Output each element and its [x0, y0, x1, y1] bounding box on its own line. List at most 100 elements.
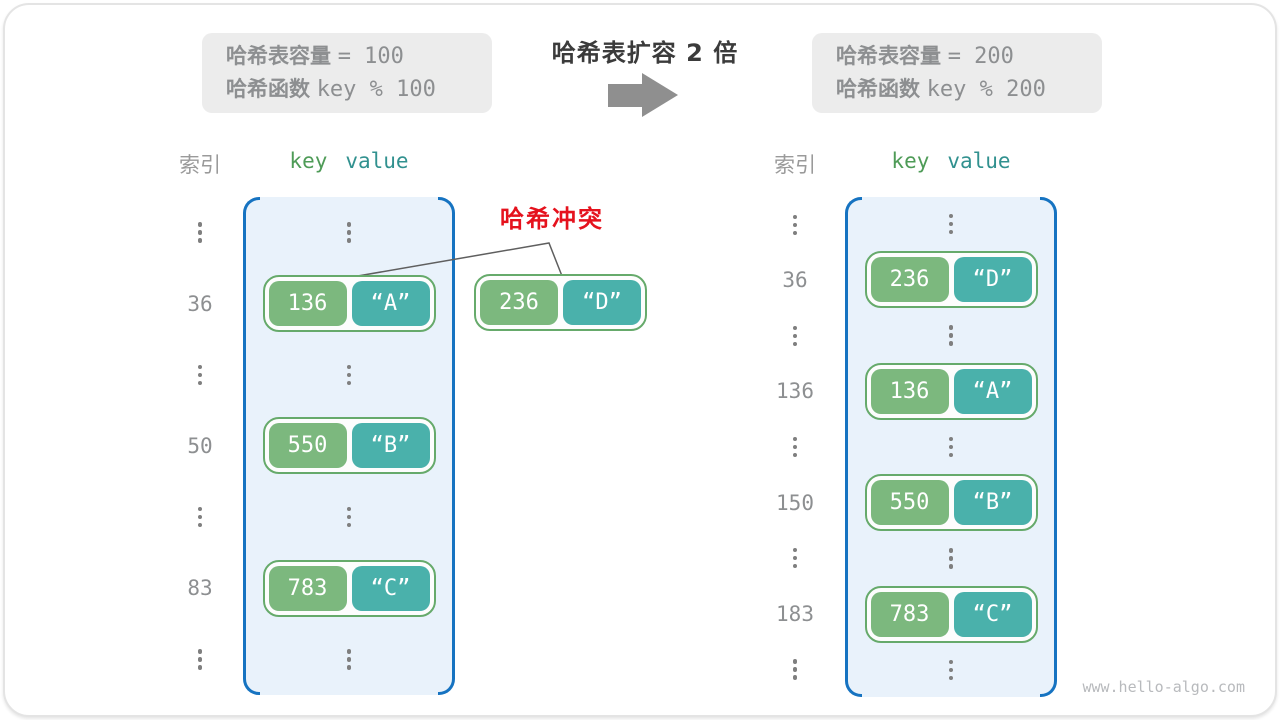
key-cell: 550: [268, 423, 347, 469]
watermark-text: www.hello-algo.com: [1082, 678, 1245, 696]
bucket-left-bracket: [845, 197, 862, 697]
index-slot: 83: [170, 553, 230, 624]
index-slot: [170, 197, 230, 268]
ellipsis-icon: [346, 649, 352, 670]
bucket-right-bracket: [438, 197, 455, 695]
table-slot: 783“C”: [243, 553, 455, 624]
index-slot: 50: [170, 410, 230, 481]
index-slot: [765, 419, 825, 475]
key-cell: 783: [268, 565, 347, 611]
key-value-pair: 236“D”: [474, 274, 647, 331]
key-value-pair: 236“D”: [864, 251, 1038, 309]
ellipsis-icon: [792, 659, 798, 680]
index-slot: [765, 197, 825, 253]
index-label: 36: [187, 291, 213, 316]
ellipsis-icon: [792, 325, 798, 347]
hash-conflict-label: 哈希冲突: [500, 205, 604, 233]
index-column-after: 36 136 150 183: [765, 197, 825, 697]
ellipsis-icon: [948, 659, 954, 681]
table-slot: 550“B”: [243, 410, 455, 481]
value-cell: “B”: [953, 480, 1032, 526]
ellipsis-icon: [792, 214, 798, 236]
ellipsis-icon: [346, 222, 352, 243]
right-arrow-icon: [608, 84, 643, 107]
key-cell: 136: [268, 281, 347, 327]
table-slot: [845, 643, 1057, 697]
key-value-header-after: key value: [845, 149, 1057, 173]
table-slot: 236“D”: [845, 251, 1057, 309]
value-cell: “A”: [953, 368, 1032, 414]
diagram-card-frame: [3, 3, 1277, 717]
value-cell: “A”: [351, 281, 430, 327]
key-cell: 236: [480, 280, 558, 325]
key-cell: 236: [870, 257, 949, 303]
ellipsis-icon: [346, 364, 352, 386]
value-cell: “B”: [351, 423, 430, 469]
right-arrow-icon-tip: [642, 73, 678, 117]
value-cell: “C”: [953, 591, 1032, 637]
table-slot: 136“A”: [845, 362, 1057, 420]
index-column-header-before: 索引: [179, 153, 221, 177]
index-slot: [765, 530, 825, 586]
ellipsis-icon: [948, 436, 954, 458]
hash-function-label: 哈希函数: [226, 77, 310, 101]
capacity-line: 哈希表容量 = 200: [836, 43, 1102, 70]
ellipsis-icon: [948, 548, 954, 569]
capacity-value: = 200: [947, 44, 1014, 69]
key-value-pair: 783“C”: [262, 559, 436, 617]
ellipsis-icon: [197, 222, 203, 243]
index-slot: 150: [765, 475, 825, 531]
index-label: 150: [776, 490, 814, 515]
key-cell: 783: [870, 591, 949, 637]
value-header-label: value: [345, 149, 409, 173]
bucket-left-bracket: [243, 197, 260, 695]
table-slot: [845, 531, 1057, 585]
value-cell: “D”: [563, 280, 641, 325]
capacity-box-before: 哈希表容量 = 100 哈希函数 key % 100: [202, 33, 492, 113]
diagram-title: 哈希表扩容 2 倍: [551, 39, 739, 67]
ellipsis-icon: [948, 213, 954, 235]
index-slot: [765, 642, 825, 698]
key-value-pair: 783“C”: [864, 585, 1038, 643]
index-slot: [170, 624, 230, 695]
index-label: 83: [187, 576, 213, 601]
hash-table-before: 136“A” 550“B” 783“C”: [243, 197, 455, 695]
ellipsis-icon: [948, 325, 954, 346]
index-label: 136: [776, 379, 814, 404]
capacity-value: = 100: [337, 44, 404, 69]
table-slot: [243, 482, 455, 553]
hash-function-label: 哈希函数: [836, 77, 920, 101]
table-slot: [243, 624, 455, 695]
table-slot: [243, 339, 455, 410]
value-cell: “D”: [953, 257, 1032, 303]
table-slot: [243, 197, 455, 268]
capacity-line: 哈希表容量 = 100: [226, 43, 492, 70]
capacity-box-after: 哈希表容量 = 200 哈希函数 key % 200: [812, 33, 1102, 113]
index-label: 183: [776, 601, 814, 626]
capacity-label: 哈希表容量: [226, 44, 331, 68]
index-column-header-after: 索引: [774, 153, 816, 177]
value-header-label: value: [947, 149, 1011, 173]
capacity-label: 哈希表容量: [836, 44, 941, 68]
hash-function-line: 哈希函数 key % 200: [836, 76, 1102, 103]
table-slot: 550“B”: [845, 474, 1057, 532]
index-slot: [765, 308, 825, 364]
index-slot: 36: [765, 253, 825, 309]
key-header-label: key: [891, 149, 930, 173]
index-label: 50: [187, 433, 213, 458]
ellipsis-icon: [197, 364, 203, 386]
hash-function-value: key % 100: [316, 77, 436, 102]
key-header-label: key: [289, 149, 328, 173]
key-value-pair: 136“A”: [262, 275, 436, 333]
table-slot: [845, 308, 1057, 362]
bucket-right-bracket: [1040, 197, 1057, 697]
table-slot: 783“C”: [845, 585, 1057, 643]
key-value-pair: 550“B”: [262, 417, 436, 475]
ellipsis-icon: [197, 506, 203, 528]
key-cell: 550: [870, 480, 949, 526]
index-slot: 183: [765, 586, 825, 642]
index-slot: 36: [170, 268, 230, 339]
ellipsis-icon: [346, 506, 352, 528]
index-slot: [170, 339, 230, 410]
